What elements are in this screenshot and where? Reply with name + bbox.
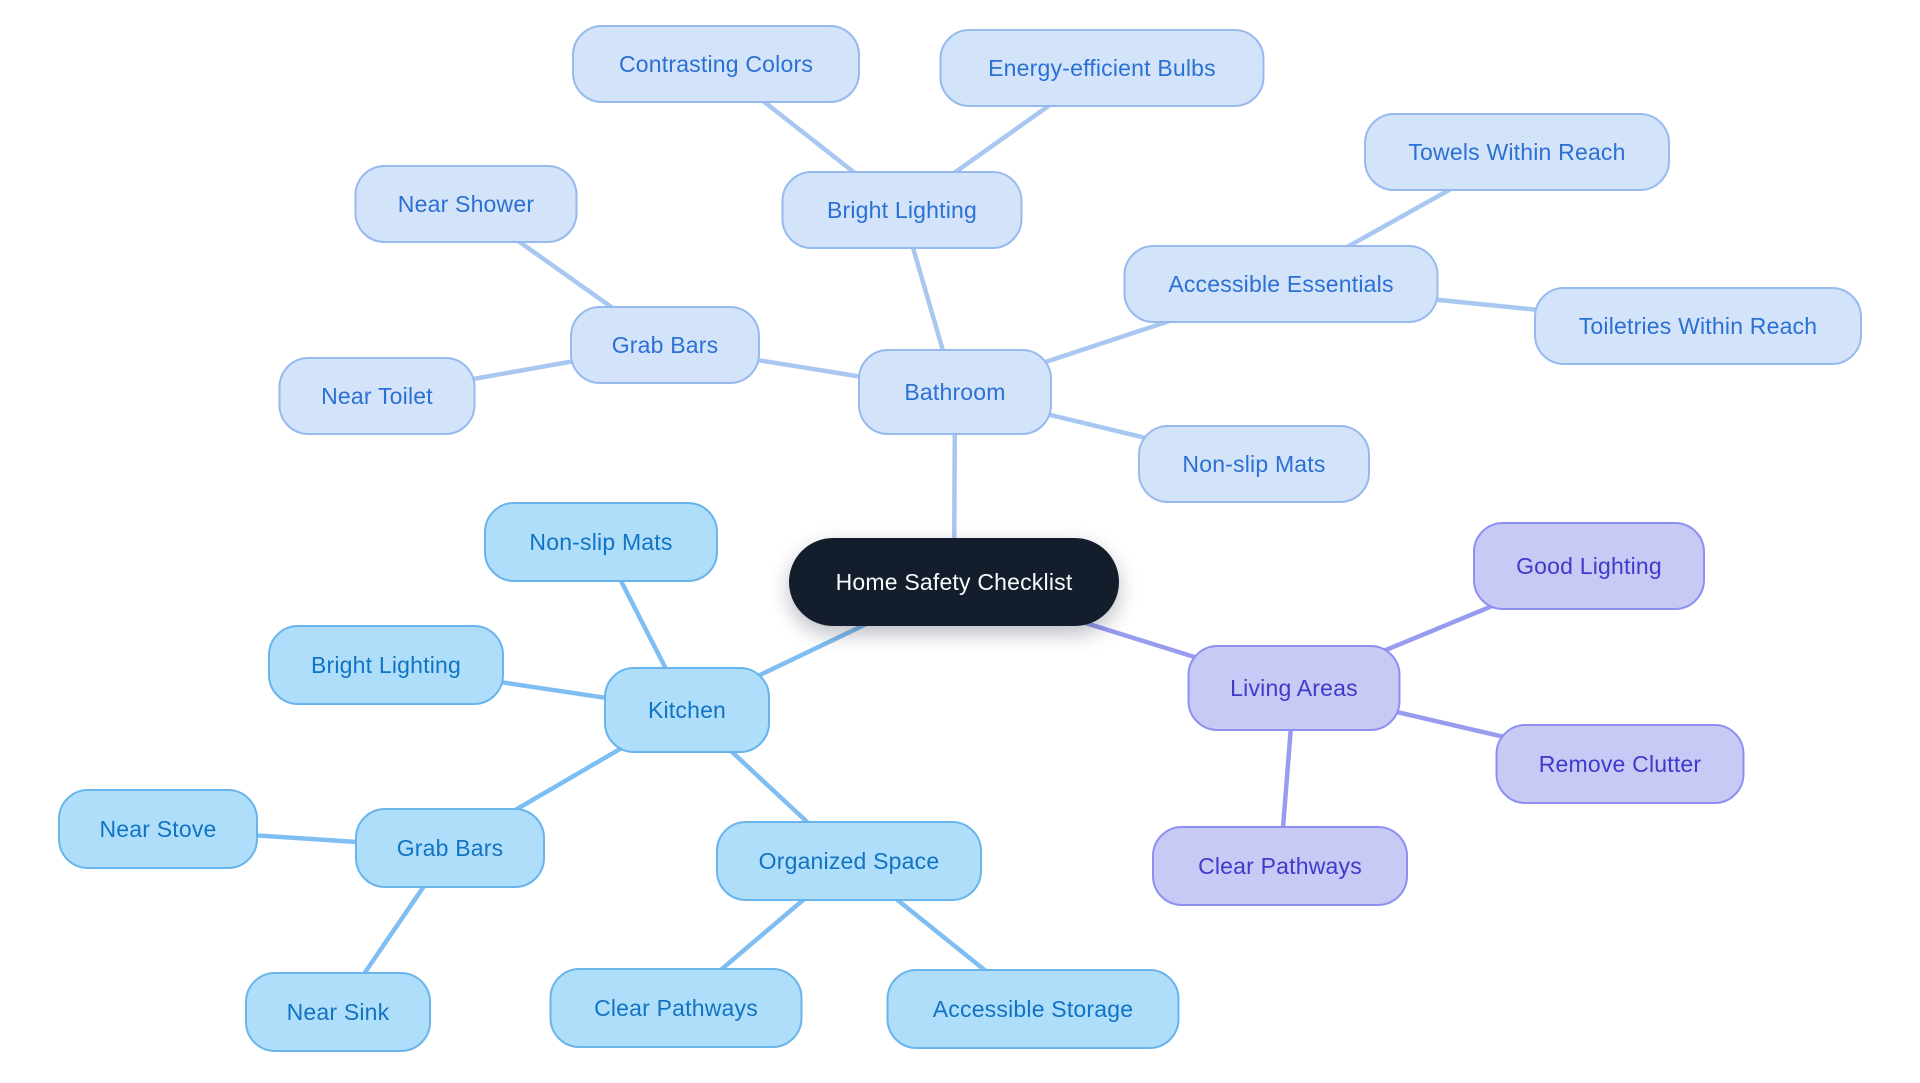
node-label: Near Shower xyxy=(397,190,535,217)
mindmap-node-k-sink[interactable]: Near Sink xyxy=(245,972,431,1052)
mindmap-node-b-access[interactable]: Accessible Essentials xyxy=(1123,245,1439,323)
node-label: Grab Bars xyxy=(611,331,719,358)
mindmap-node-k-stove[interactable]: Near Stove xyxy=(58,789,258,869)
mindmap-node-b-toiletries[interactable]: Toiletries Within Reach xyxy=(1534,287,1862,365)
node-label: Grab Bars xyxy=(396,834,504,861)
mindmap-node-k-bright[interactable]: Bright Lighting xyxy=(268,625,504,705)
mindmap-node-k-mats[interactable]: Non-slip Mats xyxy=(484,502,718,582)
mindmap-node-living[interactable]: Living Areas xyxy=(1187,645,1401,731)
mindmap-node-b-bright[interactable]: Bright Lighting xyxy=(781,171,1023,249)
node-label: Non-slip Mats xyxy=(529,528,673,555)
node-label: Toiletries Within Reach xyxy=(1578,312,1818,339)
node-label: Remove Clutter xyxy=(1538,750,1702,777)
mindmap-node-l-remove[interactable]: Remove Clutter xyxy=(1495,724,1745,804)
mindmap-node-kitchen[interactable]: Kitchen xyxy=(604,667,770,753)
node-label: Organized Space xyxy=(758,847,940,874)
node-label: Contrasting Colors xyxy=(618,50,814,77)
mindmap-node-k-grab[interactable]: Grab Bars xyxy=(355,808,545,888)
node-label: Energy-efficient Bulbs xyxy=(988,54,1216,81)
node-label: Bathroom xyxy=(904,378,1006,405)
node-label: Home Safety Checklist xyxy=(835,568,1073,595)
mindmap-node-b-grab[interactable]: Grab Bars xyxy=(570,306,760,384)
node-label: Towels Within Reach xyxy=(1408,138,1626,165)
node-label: Near Sink xyxy=(286,998,390,1025)
mindmap-node-bathroom[interactable]: Bathroom xyxy=(858,349,1052,435)
mindmap-node-k-clear[interactable]: Clear Pathways xyxy=(549,968,803,1048)
mindmap-node-b-towels[interactable]: Towels Within Reach xyxy=(1364,113,1670,191)
mindmap-node-b-toilet[interactable]: Near Toilet xyxy=(278,357,476,435)
node-label: Bright Lighting xyxy=(310,651,462,678)
mindmap-node-l-good[interactable]: Good Lighting xyxy=(1473,522,1705,610)
node-label: Near Stove xyxy=(99,815,217,842)
node-label: Accessible Storage xyxy=(932,995,1134,1022)
node-label: Kitchen xyxy=(647,696,727,723)
node-label: Clear Pathways xyxy=(1198,852,1362,879)
node-label: Non-slip Mats xyxy=(1182,450,1326,477)
mindmap-node-k-organized[interactable]: Organized Space xyxy=(716,821,982,901)
node-label: Living Areas xyxy=(1230,674,1358,701)
mindmap-node-b-bulbs[interactable]: Energy-efficient Bulbs xyxy=(939,29,1265,107)
mindmap-node-k-storage[interactable]: Accessible Storage xyxy=(886,969,1180,1049)
node-label: Near Toilet xyxy=(321,382,433,409)
node-label: Bright Lighting xyxy=(826,196,978,223)
node-label: Accessible Essentials xyxy=(1168,270,1394,297)
mindmap-node-b-contrast[interactable]: Contrasting Colors xyxy=(572,25,860,103)
node-label: Good Lighting xyxy=(1516,552,1662,579)
mindmap-node-l-clear[interactable]: Clear Pathways xyxy=(1152,826,1408,906)
mindmap-node-b-mats[interactable]: Non-slip Mats xyxy=(1138,425,1370,503)
node-label: Clear Pathways xyxy=(594,994,758,1021)
mindmap-node-b-shower[interactable]: Near Shower xyxy=(354,165,578,243)
mindmap-node-central[interactable]: Home Safety Checklist xyxy=(789,538,1119,626)
